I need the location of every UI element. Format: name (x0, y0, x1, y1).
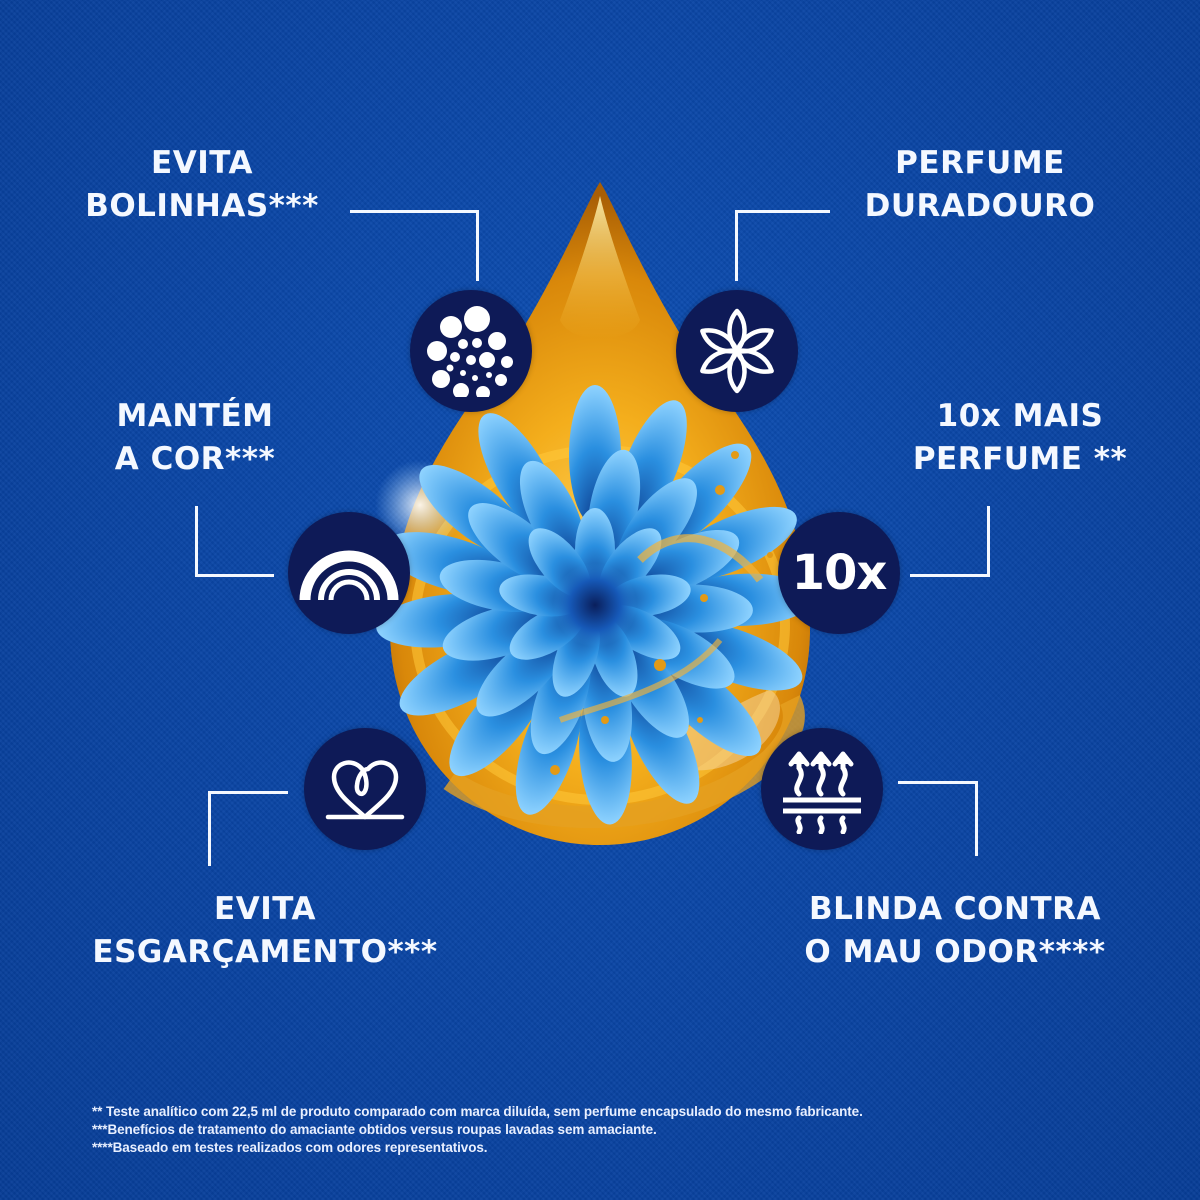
benefit-line: O MAU ODOR**** (804, 934, 1106, 970)
benefit-line: PERFUME (895, 145, 1065, 181)
benefit-line: EVITA (214, 891, 316, 927)
footnotes: ** Teste analítico com 22,5 ml de produt… (92, 1103, 863, 1157)
footnote: ****Baseado em testes realizados com odo… (92, 1140, 488, 1155)
connector-evita-esgarcamento (208, 791, 288, 866)
rainbow-icon (288, 512, 410, 634)
benefit-line: BLINDA CONTRA (809, 891, 1101, 927)
benefit-label-10x-mais-perfume: 10x MAIS PERFUME ** (895, 395, 1145, 481)
benefit-label-perfume-duradouro: PERFUME DURADOURO (840, 142, 1120, 228)
10x-badge-icon: 10x (778, 512, 900, 634)
connector-10x-mais-perfume (910, 506, 990, 577)
benefit-label-mantem-a-cor: MANTÉM A COR*** (60, 395, 330, 481)
connector-evita-bolinhas (350, 210, 479, 281)
benefit-line: EVITA (151, 145, 253, 181)
benefit-label-blinda-mau-odor: BLINDA CONTRA O MAU ODOR**** (790, 888, 1120, 974)
benefit-line: MANTÉM (116, 398, 274, 434)
flower-outline-icon (676, 290, 798, 412)
odor-shield-icon (761, 728, 883, 850)
footnote: ***Benefícios de tratamento do amaciante… (92, 1122, 657, 1137)
connector-perfume-duradouro (735, 210, 830, 281)
benefit-line: ESGARÇAMENTO*** (92, 934, 438, 970)
benefit-line: BOLINHAS*** (85, 188, 319, 224)
benefit-line: PERFUME ** (912, 441, 1128, 477)
benefit-line: A COR*** (114, 441, 276, 477)
connector-blinda-mau-odor (898, 781, 978, 856)
heart-loop-icon (304, 728, 426, 850)
10x-badge-text: 10x (791, 545, 888, 601)
benefit-line: 10x MAIS (936, 398, 1104, 434)
benefit-label-evita-esgarcamento: EVITA ESGARÇAMENTO*** (70, 888, 460, 974)
benefit-label-evita-bolinhas: EVITA BOLINHAS*** (62, 142, 342, 228)
footnote: ** Teste analítico com 22,5 ml de produt… (92, 1104, 863, 1119)
pilling-dots-icon (410, 290, 532, 412)
benefit-line: DURADOURO (864, 188, 1096, 224)
connector-mantem-a-cor (195, 506, 274, 577)
